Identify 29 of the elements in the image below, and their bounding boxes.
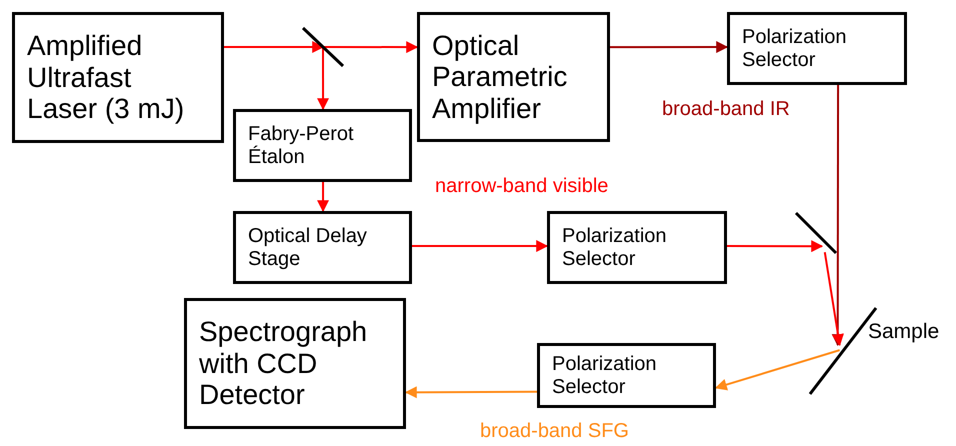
box-label: Fabry-Perot Étalon: [248, 123, 355, 168]
box-label: Polarization Selector: [552, 353, 658, 398]
box-label: Spectrograph with CCD Detector: [199, 316, 368, 411]
box-label: Optical Parametric Amplifier: [432, 30, 568, 124]
arrow: [404, 386, 537, 398]
arrow: [224, 41, 324, 53]
arrow: [317, 47, 330, 110]
arrow: [727, 240, 824, 252]
process-box: [417, 12, 610, 142]
box-label: Amplified Ultrafast Laser (3 mJ): [27, 30, 186, 125]
box-label: Polarization Selector: [742, 26, 848, 71]
arrow: [323, 41, 418, 54]
box-label: Optical Delay Stage: [248, 225, 368, 270]
arrow: [610, 41, 728, 54]
process-box: [537, 343, 716, 408]
mirror-symbol: [303, 28, 343, 66]
process-box: [12, 12, 224, 143]
arrow: [317, 182, 330, 212]
arrow: [714, 349, 840, 390]
process-box: [233, 109, 412, 182]
process-box: [184, 298, 406, 429]
box-label: Polarization Selector: [562, 225, 668, 270]
sample-label: Sample: [868, 320, 940, 344]
process-box: [233, 211, 412, 284]
arrow: [412, 240, 548, 252]
process-box: [547, 211, 727, 284]
arrow: [824, 252, 844, 346]
mirror-symbol: [796, 213, 836, 253]
process-box: [727, 12, 907, 85]
